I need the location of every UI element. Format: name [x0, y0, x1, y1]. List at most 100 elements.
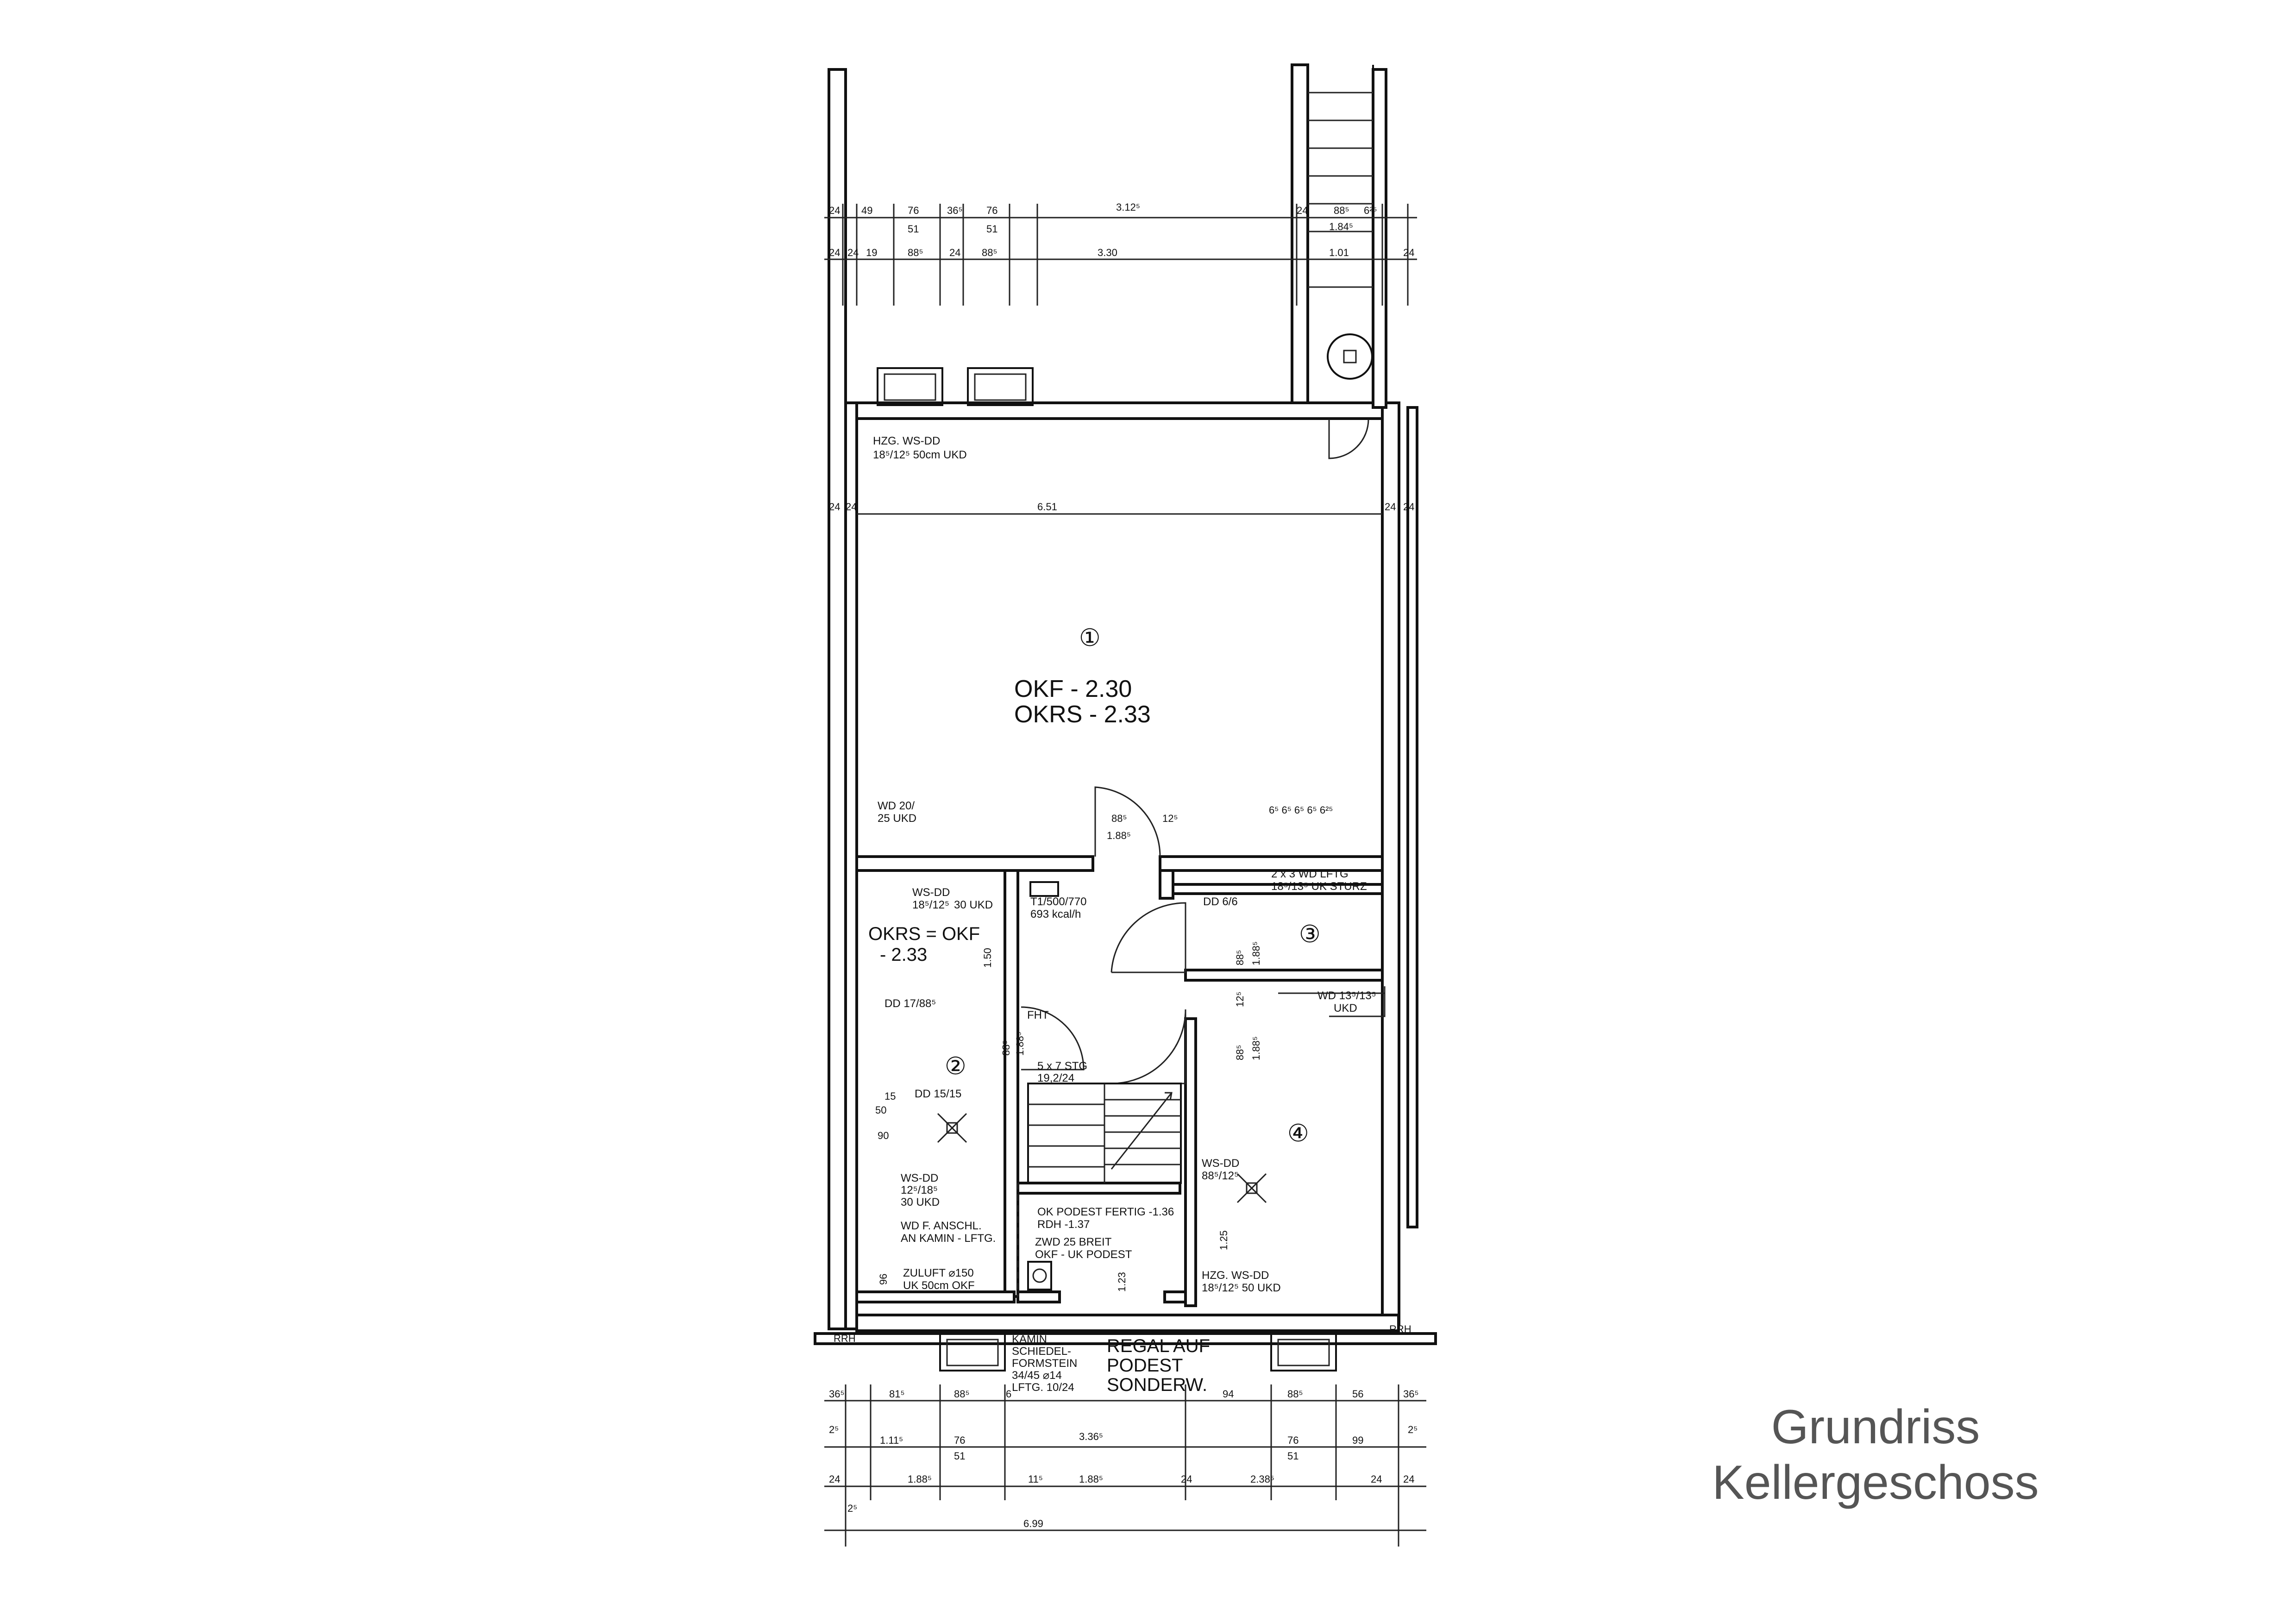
room4-number: ④ [1287, 1120, 1309, 1147]
hzg-top-line2: 18⁵/12⁵ 50cm UKD [873, 449, 967, 461]
fht-label: FHT [1027, 1009, 1049, 1021]
bottom-dim3-2: 11⁵ [1028, 1473, 1043, 1485]
side-dim-0: 24 [829, 501, 840, 513]
top-dim-7: 3.12⁵ [1116, 201, 1140, 213]
ws-dd-room2-line2: 18⁵/12⁵ [912, 899, 949, 911]
kamin-line4: 34/45 ⌀14 [1012, 1369, 1062, 1382]
top-dim2-5: 88⁵ [982, 247, 997, 258]
regal-line2: PODEST [1107, 1355, 1183, 1376]
ws-dd-low-line3: 30 UKD [901, 1196, 940, 1209]
room2-label-line1: OKRS = OKF [868, 924, 980, 944]
dd-6-6: DD 6/6 [1203, 896, 1238, 908]
room1-label-line1: OKF - 2.30 [1014, 676, 1132, 702]
top-dim-8: 24 [1297, 205, 1308, 216]
light-wells-bottom [939, 1333, 1337, 1371]
room3-dim-0: 88⁵ [1234, 950, 1246, 965]
bottom-dims-row3: 24 1.88⁵ 11⁵ 1.88⁵ 24 2.38⁵ 24 24 [829, 1473, 1414, 1485]
bottom-dim1-5: 88⁵ [1287, 1388, 1303, 1400]
ok-podest-line1: OK PODEST FERTIG -1.36 [1037, 1206, 1174, 1218]
top-dim-9: 88⁵ [1334, 205, 1349, 216]
zuluft-line2: UK 50cm OKF [903, 1279, 975, 1292]
hall-stairs: T1/500/770 693 kcal/h DD 6/6 88⁵ 1.88⁵ 8… [1000, 881, 1262, 1296]
bottom-dim1-2: 88⁵ [954, 1388, 970, 1400]
top-dim-1: 49 [861, 205, 872, 216]
bottom-dim1-0: 36⁵ [829, 1388, 845, 1400]
wd-left-line1: WD 20/ [878, 800, 915, 812]
wd-13-line1: WD 13⁵/13⁵ [1317, 989, 1376, 1002]
room1-label-line2: OKRS - 2.33 [1014, 701, 1151, 728]
room4-dim-0: 88⁵ [1234, 1045, 1246, 1060]
room-4: WD 13⁵/13⁵ UKD 88⁵ 1.88⁵ 12⁵ ④ WS-DD 88⁵… [1202, 986, 1386, 1294]
top-dim2-6: 3.30 [1098, 247, 1117, 258]
bottom-dims-row1: 36⁵ 81⁵ 88⁵ 6 94 88⁵ 56 36⁵ [829, 1388, 1419, 1400]
rrh-right: RRH [1389, 1323, 1411, 1335]
dim-125: 1.25 [1218, 1230, 1230, 1250]
room2-side-dim-0: 15 [885, 1090, 896, 1102]
stairs-line2: 19,2/24 [1037, 1072, 1074, 1084]
top-dim-6: 51 [986, 223, 997, 235]
light-wells-top [877, 367, 1034, 406]
side-dim-1: 24 [846, 501, 857, 513]
room-2: WS-DD 18⁵/12⁵ 30 UKD OKRS = OKF - 2.33 1… [868, 886, 996, 1292]
dim-123: 1.23 [1116, 1272, 1128, 1292]
bottom-dim1-3: 6 [1006, 1388, 1011, 1400]
ws-dd-room4-line1: WS-DD [1202, 1157, 1239, 1170]
zuluft-line1: ZULUFT ⌀150 [903, 1267, 974, 1279]
room-3: ③ [1299, 921, 1321, 948]
caption-subtitle: Kellergeschoss [1712, 1456, 2039, 1509]
bottom-dim2-1: 1.11⁵ [880, 1434, 903, 1446]
ceiling-light-icon [1236, 1173, 1267, 1203]
kamin-line3: FORMSTEIN [1012, 1357, 1077, 1370]
door-dim-2: 12⁵ [1162, 813, 1178, 824]
drain-icon [1327, 333, 1373, 380]
bottom-dim2-0: 2⁵ [829, 1424, 839, 1435]
regal-line1: REGAL AUF [1107, 1336, 1210, 1356]
interior-walls [855, 855, 1384, 1307]
bottom-dim3-6: 24 [1371, 1473, 1382, 1485]
room4-dim-1: 1.88⁵ [1250, 1036, 1262, 1060]
bottom-dim4-0: 2⁵ [847, 1503, 857, 1514]
room-1: 6.51 24 24 24 24 HZG. WS-DD 18⁵/12⁵ 50cm… [829, 419, 1414, 825]
door-dim-0: 88⁵ [1111, 813, 1127, 824]
top-dim-3: 51 [908, 223, 919, 235]
dd-17-88: DD 17/88⁵ [885, 997, 936, 1010]
ceiling-light-icon [937, 1113, 967, 1143]
top-dimension-lines [824, 204, 1417, 306]
ws-dd-room4-line2: 88⁵/12⁵ [1202, 1170, 1239, 1182]
exterior-stair [1307, 65, 1374, 403]
top-dim2-2: 19 [866, 247, 877, 258]
bottom-dim1-6: 56 [1352, 1388, 1363, 1400]
bottom-dim3-1: 1.88⁵ [908, 1473, 932, 1485]
top-dim2-0: 24 [829, 247, 840, 258]
doors [1021, 786, 1186, 1084]
hzg-bottom-line1: HZG. WS-DD [1202, 1269, 1269, 1282]
top-dim-11: 1.84⁵ [1329, 221, 1353, 232]
room2-label-line2: - 2.33 [880, 945, 927, 965]
wd-lftg-dims: 6⁵ 6⁵ 6⁵ 6⁵ 6²⁵ [1269, 804, 1333, 816]
room1-width-dim: 6.51 [1037, 501, 1057, 513]
kamin-line1: KAMIN [1012, 1333, 1047, 1346]
bottom-dim3-3: 1.88⁵ [1079, 1473, 1103, 1485]
chimney-icon [1027, 1261, 1052, 1290]
kamin-line2: SCHIEDEL- [1012, 1345, 1071, 1358]
wd-anschl-line1: WD F. ANSCHL. [901, 1220, 982, 1232]
room2-side-dim-1: 50 [875, 1104, 886, 1116]
ws-dd-low-line1: WS-DD [901, 1172, 938, 1184]
room3-number: ③ [1299, 921, 1321, 948]
bottom-dims-row2: 2⁵ 1.11⁵ 76 51 3.36⁵ 76 51 99 2⁵ [829, 1424, 1418, 1462]
bottom-dim1-7: 36⁵ [1403, 1388, 1419, 1400]
bottom-dim3-0: 24 [829, 1473, 840, 1485]
ws-dd-room2-line3: 30 UKD [954, 899, 993, 911]
room2-number: ② [945, 1053, 966, 1080]
bottom-dim3-7: 24 [1403, 1473, 1414, 1485]
room4-dim-2: 12⁵ [1234, 991, 1246, 1007]
bottom-dim3-4: 24 [1181, 1473, 1192, 1485]
bottom-dim4-1: 6.99 [1023, 1518, 1043, 1529]
bottom-dim2-3: 51 [954, 1450, 965, 1462]
zwd-line2: OKF - UK PODEST [1035, 1248, 1132, 1261]
top-dim2-3: 88⁵ [908, 247, 923, 258]
top-dim-10: 6²⁵ [1364, 205, 1377, 216]
dd-15-15: DD 15/15 [915, 1088, 961, 1100]
ok-podest-line2: RDH -1.37 [1037, 1218, 1090, 1231]
